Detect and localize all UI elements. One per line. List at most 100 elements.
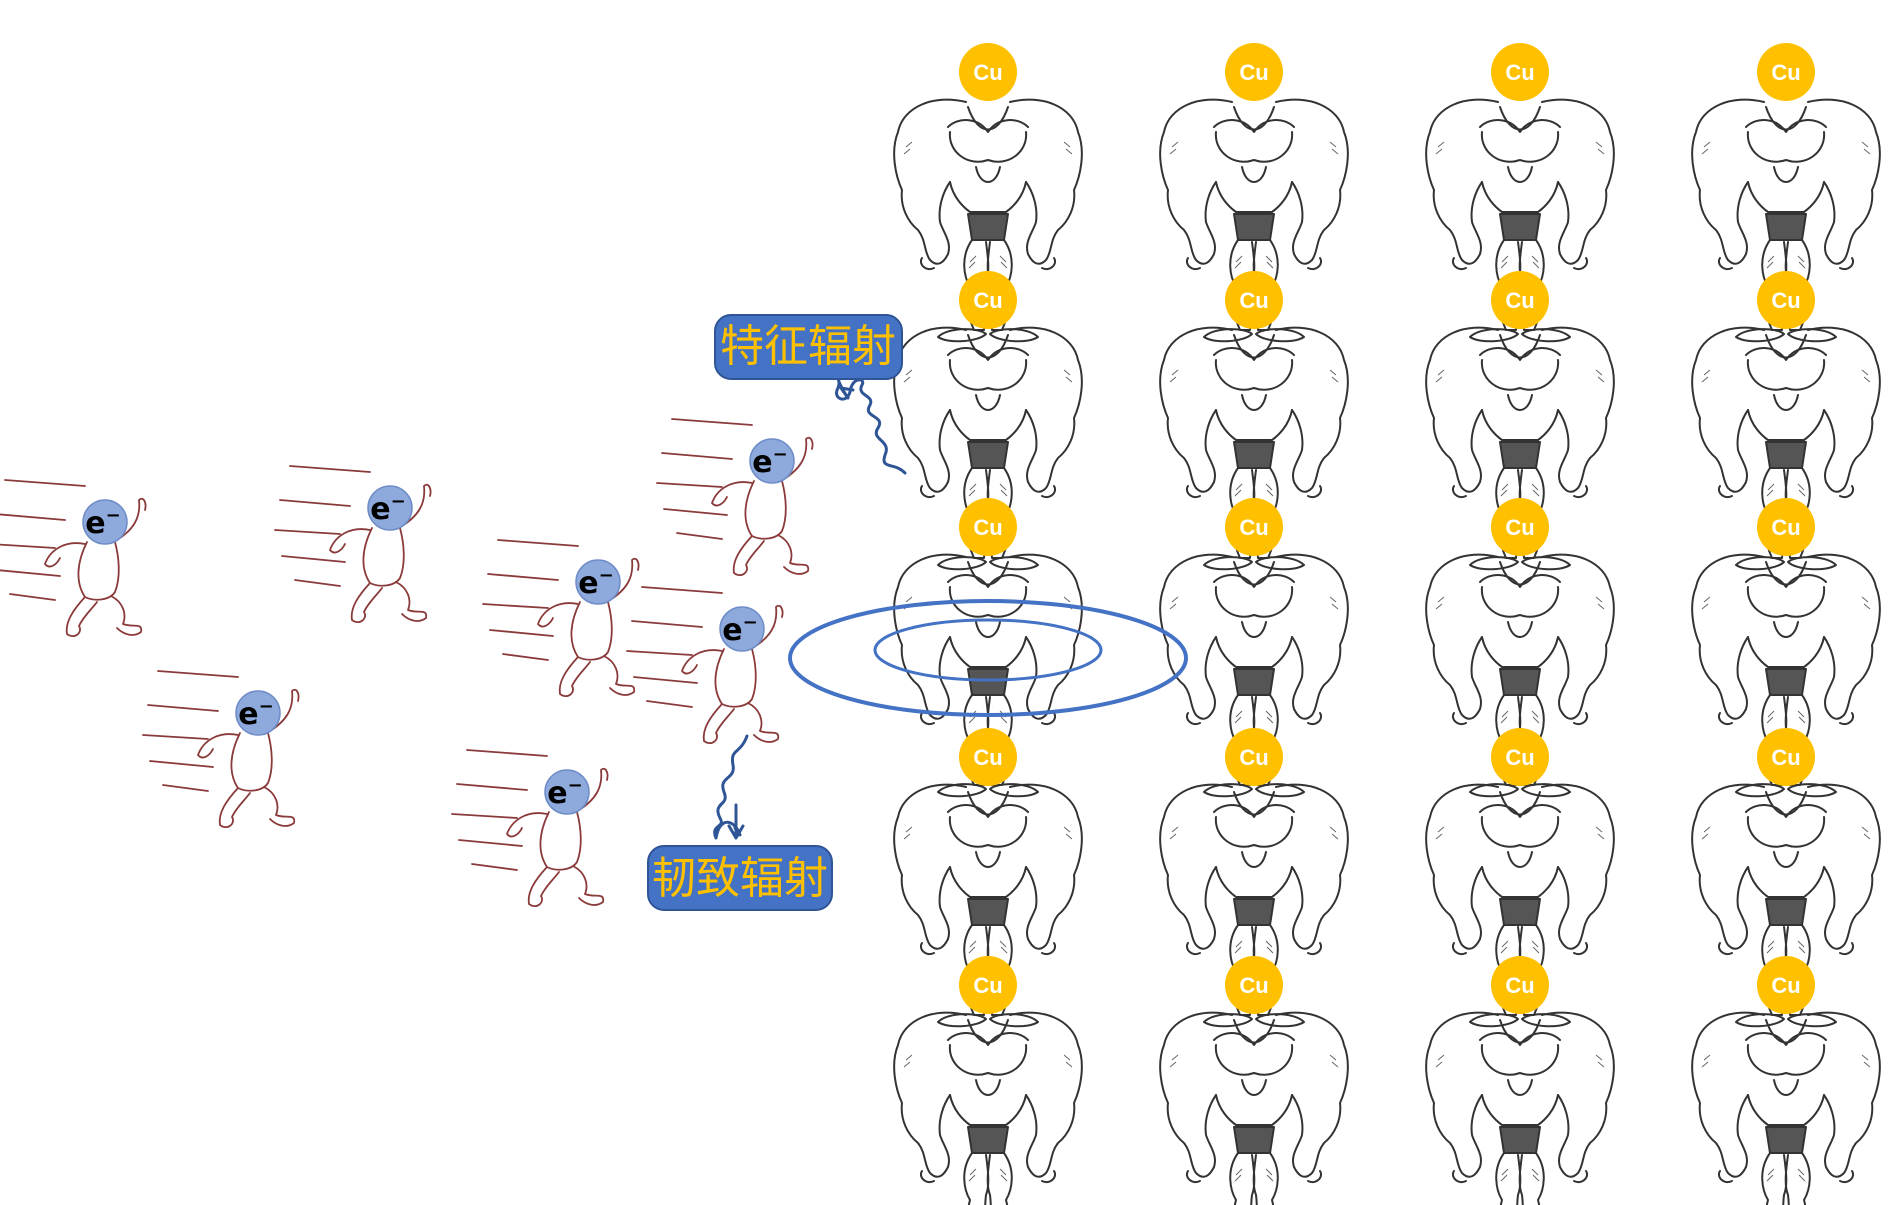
muscleman-icon	[1691, 1011, 1881, 1205]
electron-head	[749, 438, 795, 484]
electron-label: e−	[722, 612, 757, 648]
atom-label: Cu	[1505, 60, 1534, 85]
electron-head	[82, 499, 128, 545]
characteristic-radiation-text: 特征辐射	[720, 321, 896, 372]
electron: e−	[142, 670, 300, 829]
electron-head	[575, 559, 621, 605]
atom-label: Cu	[973, 515, 1002, 540]
atom-label: Cu	[1771, 60, 1800, 85]
copper-atom: Cu	[1425, 956, 1615, 1205]
characteristic-arrow-icon	[839, 386, 855, 400]
bremsstrahlung-wave	[713, 734, 749, 840]
atom-head	[959, 728, 1017, 786]
atom-label: Cu	[1505, 745, 1534, 770]
atom-head	[1225, 498, 1283, 556]
atom-head	[959, 498, 1017, 556]
atom-head	[1225, 956, 1283, 1014]
electron-head	[544, 769, 590, 815]
atom-label: Cu	[1771, 745, 1800, 770]
copper-atom: Cu	[1159, 956, 1349, 1205]
electron: e−	[274, 465, 432, 624]
outer-ring	[788, 599, 1188, 717]
atom-head	[1757, 43, 1815, 101]
electron: e−	[0, 479, 147, 638]
copper-atom: Cu	[1691, 728, 1881, 1028]
atom-head	[1491, 498, 1549, 556]
atom-label: Cu	[1505, 288, 1534, 313]
collision-rings	[788, 599, 1188, 717]
atom-head	[959, 271, 1017, 329]
atom-head	[1757, 728, 1815, 786]
runner-icon	[142, 670, 300, 829]
copper-atom: Cu	[1425, 43, 1615, 343]
atom-label: Cu	[1771, 973, 1800, 998]
copper-atom: Cu	[1691, 498, 1881, 798]
atom-head	[1491, 271, 1549, 329]
bremsstrahlung-text: 韧致辐射	[652, 853, 828, 904]
runner-icon	[274, 465, 432, 624]
electron: e−	[626, 586, 784, 745]
electron-label: e−	[752, 444, 787, 480]
copper-atom: Cu	[893, 43, 1083, 343]
atom-label: Cu	[973, 745, 1002, 770]
bremsstrahlung-arrow-icon	[727, 824, 745, 840]
runner-icon	[0, 479, 147, 638]
muscleman-icon	[893, 1011, 1083, 1205]
atom-label: Cu	[1239, 973, 1268, 998]
electron: e−	[482, 539, 640, 698]
electron-head	[719, 606, 765, 652]
atom-head	[1225, 728, 1283, 786]
atom-label: Cu	[1239, 60, 1268, 85]
atom-label: Cu	[973, 60, 1002, 85]
electron: e−	[656, 418, 814, 577]
atom-label: Cu	[973, 288, 1002, 313]
atom-label: Cu	[1505, 515, 1534, 540]
inner-ring	[873, 618, 1103, 682]
atom-head	[1491, 956, 1549, 1014]
atom-head	[1491, 728, 1549, 786]
copper-atom: Cu	[893, 271, 1083, 571]
copper-atom: Cu	[1159, 43, 1349, 343]
electron-label: e−	[547, 775, 582, 811]
atom-label: Cu	[973, 973, 1002, 998]
atom-head	[1757, 956, 1815, 1014]
atom-label: Cu	[1505, 973, 1534, 998]
atom-label: Cu	[1771, 288, 1800, 313]
copper-atom: Cu	[1159, 498, 1349, 798]
copper-atom: Cu	[1425, 271, 1615, 571]
atom-label: Cu	[1771, 515, 1800, 540]
copper-atom: Cu	[1425, 728, 1615, 1028]
copper-atom: Cu	[893, 498, 1083, 798]
atom-head	[1225, 271, 1283, 329]
atom-head	[959, 43, 1017, 101]
atom-head	[1757, 498, 1815, 556]
runner-icon	[482, 539, 640, 698]
bremsstrahlung-label: 韧致辐射	[647, 845, 833, 911]
runner-icon	[626, 586, 784, 745]
atom-label: Cu	[1239, 745, 1268, 770]
copper-atom: Cu	[1159, 728, 1349, 1028]
muscleman-icon	[1425, 1011, 1615, 1205]
runner-icon	[656, 418, 814, 577]
copper-atom: Cu	[1691, 956, 1881, 1205]
copper-atom: Cu	[1159, 271, 1349, 571]
atom-head	[1757, 271, 1815, 329]
atom-head	[1225, 43, 1283, 101]
characteristic-radiation-label: 特征辐射	[714, 314, 903, 380]
characteristic-wave	[835, 377, 907, 475]
atom-head	[959, 956, 1017, 1014]
runner-icon	[451, 749, 609, 908]
atom-label: Cu	[1239, 515, 1268, 540]
copper-atom: Cu	[1425, 498, 1615, 798]
electron-head	[235, 690, 281, 736]
muscleman-icon	[1159, 1011, 1349, 1205]
electron-head	[367, 485, 413, 531]
copper-atom: Cu	[1691, 271, 1881, 571]
atom-label: Cu	[1239, 288, 1268, 313]
electron: e−	[451, 749, 609, 908]
copper-atom: Cu	[893, 728, 1083, 1028]
copper-atom: Cu	[893, 956, 1083, 1205]
atom-head	[1491, 43, 1549, 101]
